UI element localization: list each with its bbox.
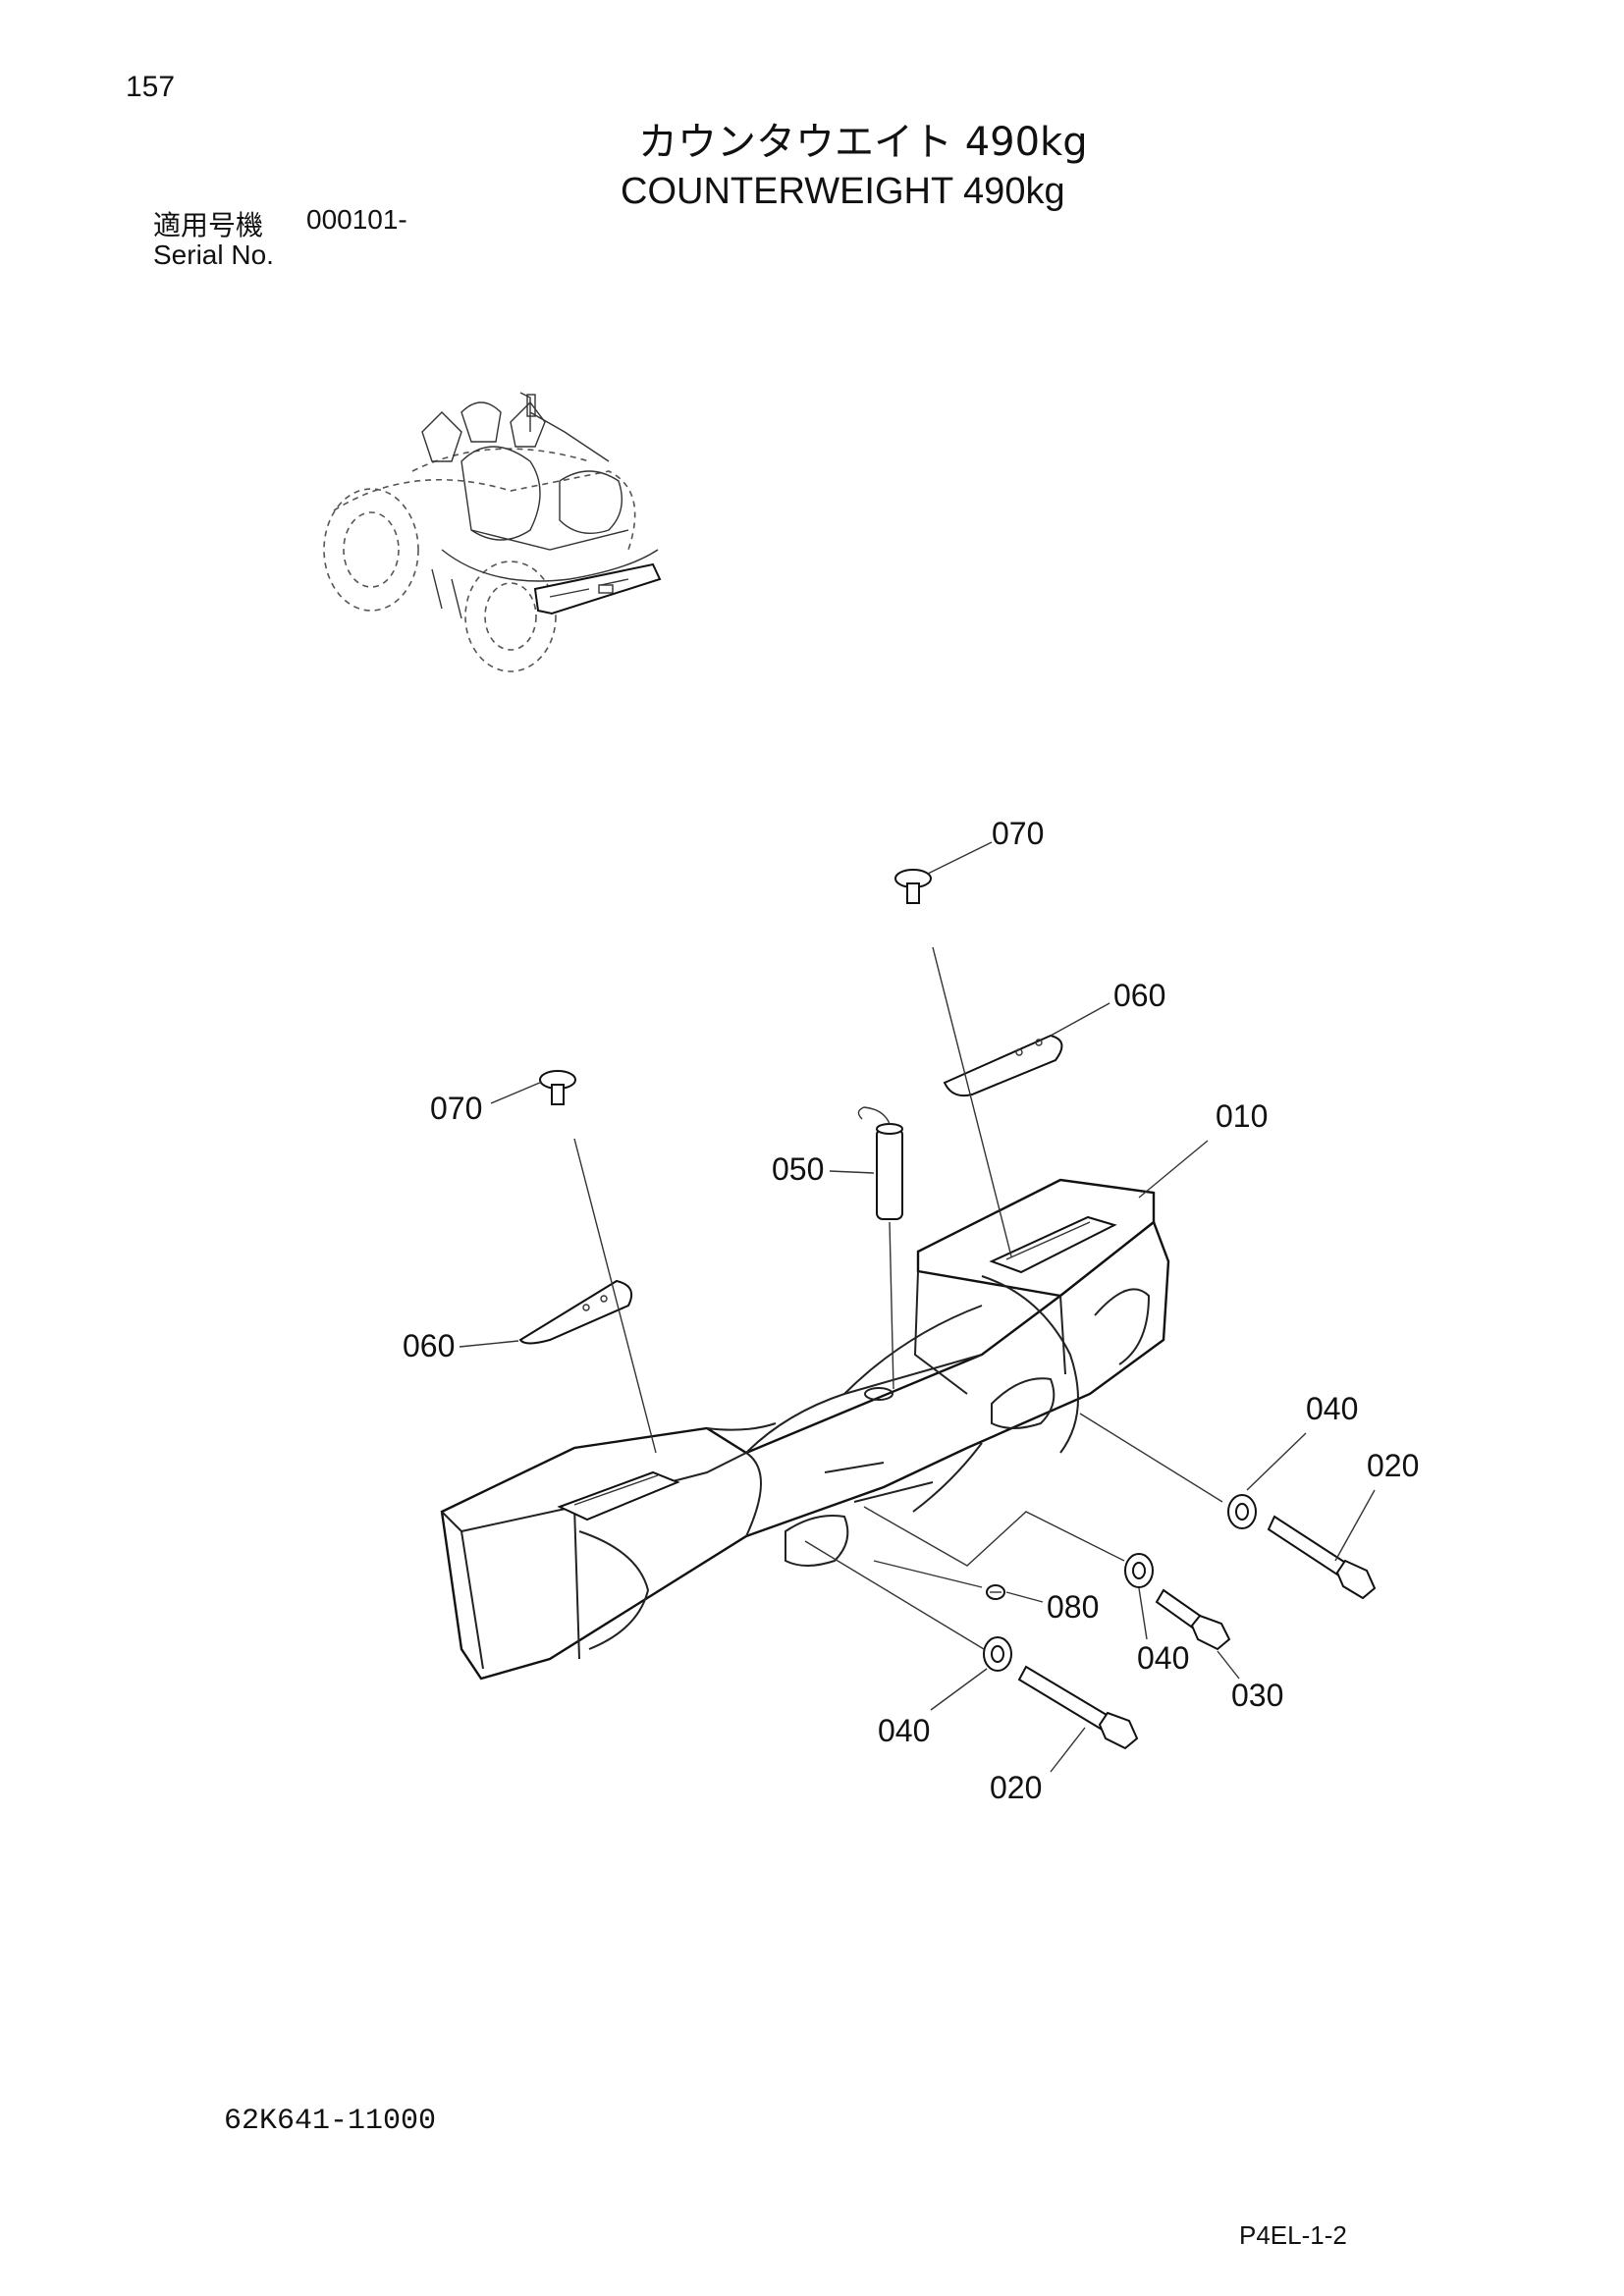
callout-050: 050 bbox=[772, 1151, 824, 1187]
bolt-080 bbox=[986, 1584, 1005, 1600]
page-code: P4EL-1-2 bbox=[1239, 2220, 1347, 2250]
drawing-number: 62K641-11000 bbox=[224, 2105, 437, 2138]
plate-060-left bbox=[518, 1279, 632, 1345]
leader-lines bbox=[459, 841, 1376, 1773]
callout-040-right: 040 bbox=[1306, 1391, 1358, 1426]
callout-040-bottom: 040 bbox=[878, 1713, 930, 1748]
callout-labels: 070 060 070 010 050 060 040 020 080 040 … bbox=[403, 816, 1419, 1805]
callout-020-right: 020 bbox=[1367, 1448, 1419, 1483]
bolt-020-right bbox=[1267, 1515, 1377, 1600]
callout-040-mid: 040 bbox=[1137, 1640, 1189, 1676]
callout-070-left: 070 bbox=[430, 1091, 482, 1126]
plate-060-right bbox=[943, 1034, 1063, 1097]
page-number: 157 bbox=[126, 71, 176, 103]
serial-label-japanese: 適用号機 bbox=[153, 209, 264, 241]
callout-030: 030 bbox=[1231, 1678, 1283, 1713]
bolt-070-left bbox=[539, 1070, 576, 1105]
washer-040-right bbox=[1227, 1494, 1257, 1529]
callout-060-left: 060 bbox=[403, 1328, 455, 1363]
page-title-english: COUNTERWEIGHT 490kg bbox=[621, 171, 1065, 212]
washer-040-mid bbox=[1124, 1553, 1154, 1588]
vehicle-overview-illustration bbox=[323, 392, 662, 672]
serial-number-value: 000101- bbox=[306, 204, 407, 235]
bolt-020-bottom bbox=[1017, 1665, 1139, 1750]
callout-080: 080 bbox=[1047, 1589, 1099, 1625]
callout-010: 010 bbox=[1216, 1098, 1268, 1134]
callout-060-right: 060 bbox=[1113, 978, 1165, 1013]
counterweight-body bbox=[440, 1178, 1170, 1681]
callout-020-bottom: 020 bbox=[990, 1770, 1042, 1805]
pin-050 bbox=[857, 1106, 903, 1220]
bolt-030 bbox=[1155, 1588, 1231, 1651]
bolt-070-top bbox=[894, 869, 932, 904]
washer-040-bottom bbox=[983, 1636, 1012, 1672]
serial-label-english: Serial No. bbox=[153, 240, 274, 270]
page-title-japanese: カウンタウエイト 490kg bbox=[638, 120, 1088, 165]
callout-070-top: 070 bbox=[992, 816, 1044, 851]
assembly-lines bbox=[573, 946, 1223, 1650]
